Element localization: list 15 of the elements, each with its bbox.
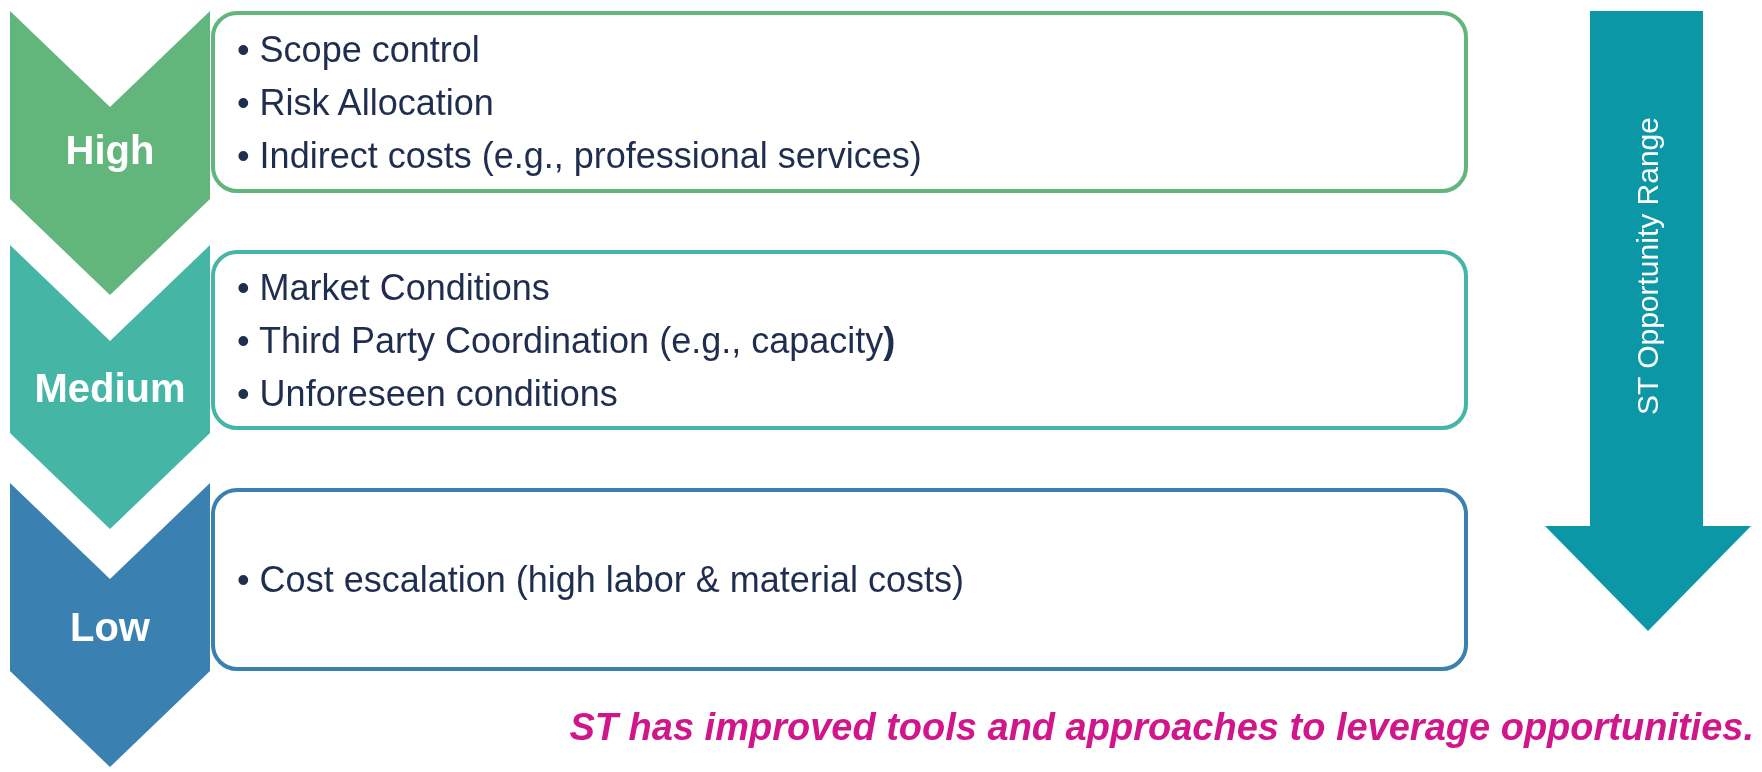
bullet-item: • Unforeseen conditions [237, 371, 619, 416]
bullet-item: • Scope control [237, 27, 481, 72]
bullet-item: • Cost escalation (high labor & material costs) [237, 558, 965, 602]
level-label: Medium [33, 365, 187, 412]
content-box [211, 488, 1468, 671]
level-label: High [64, 127, 156, 174]
level-label: Low [69, 604, 151, 651]
bullet-item: • Market Conditions [237, 265, 551, 310]
content-box [211, 11, 1468, 193]
caption-text: ST has improved tools and approaches to leverage opportunities. [569, 706, 1754, 749]
bullet-item: • Indirect costs (e.g., professional services) [237, 133, 923, 178]
content-box [211, 250, 1468, 430]
bullet-item: • Risk Allocation [237, 80, 495, 125]
arrow-label: ST Opportunity Range [1631, 117, 1665, 415]
bullet-item: • Third Party Coordination (e.g., capacity) [237, 318, 897, 363]
